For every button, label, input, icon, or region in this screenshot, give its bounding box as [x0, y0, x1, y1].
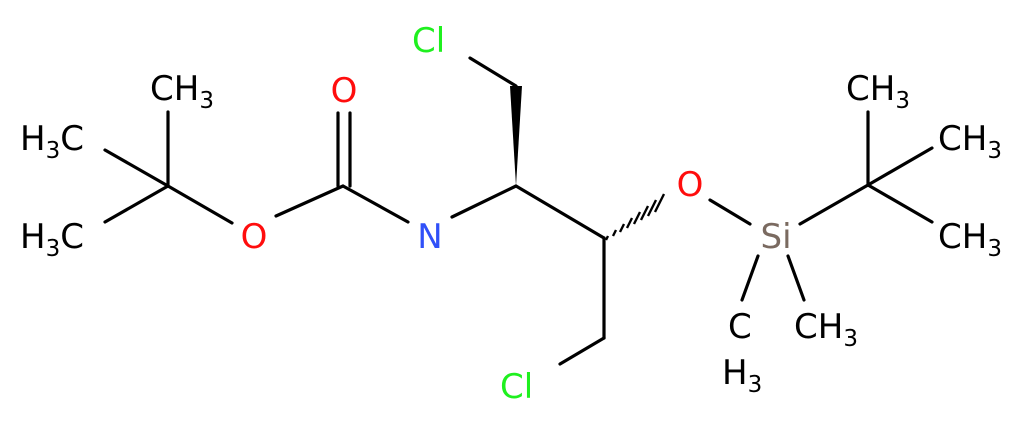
bond-si-me-right [786, 254, 806, 302]
bond-c4-cl-bottom [558, 336, 606, 366]
methyl-tbu2-top: CH3 [846, 69, 910, 114]
bond-o-silyl-si [708, 198, 752, 226]
methyl-tbu1-left-top: H3C [20, 119, 84, 164]
atom-cl-bottom: Cl [500, 367, 533, 407]
bond-tbu1-o-ester [166, 184, 234, 225]
methyl-tbu1-top: CH3 [150, 69, 214, 114]
bond-si-me-left [740, 254, 760, 302]
methyl-si-right: CH3 [794, 307, 858, 352]
atom-o-carbonyl: O [331, 71, 358, 111]
methyl-si-left-c: C [728, 307, 752, 347]
bond-n-c2 [450, 184, 518, 219]
bond-carbonyl-n [341, 184, 410, 224]
atom-n-amide: N [417, 217, 442, 257]
atom-labels: O O N O Si Cl Cl CH3 H3C H3C CH3 CH3 CH3… [20, 21, 1002, 407]
bond-o-ester-carbonyl [274, 184, 345, 218]
atom-cl-top: Cl [412, 21, 445, 61]
bond-tbu2-me-right-bottom [866, 183, 934, 224]
methyl-si-left-h3: H3 [722, 353, 762, 398]
bond-si-tbu2 [798, 183, 870, 226]
bond-tbu1-me-left-bottom [103, 184, 170, 224]
atom-o-silyl: O [677, 165, 704, 205]
methyl-tbu1-left-bottom: H3C [20, 217, 84, 262]
wedge-bond-c2-c1 [510, 86, 522, 186]
hash-bond-c3-o [604, 193, 666, 241]
bond-c1-cl-top [468, 56, 518, 88]
bonds [103, 56, 934, 366]
bond-tbu1-me-left-top [103, 148, 170, 188]
bond-c2-c3 [514, 184, 606, 240]
atom-o-ester: O [241, 217, 268, 257]
atom-si: Si [760, 217, 791, 257]
methyl-tbu2-right-bottom: CH3 [938, 217, 1002, 262]
methyl-tbu2-right-top: CH3 [938, 119, 1002, 164]
bond-tbu2-me-right-top [866, 146, 934, 187]
